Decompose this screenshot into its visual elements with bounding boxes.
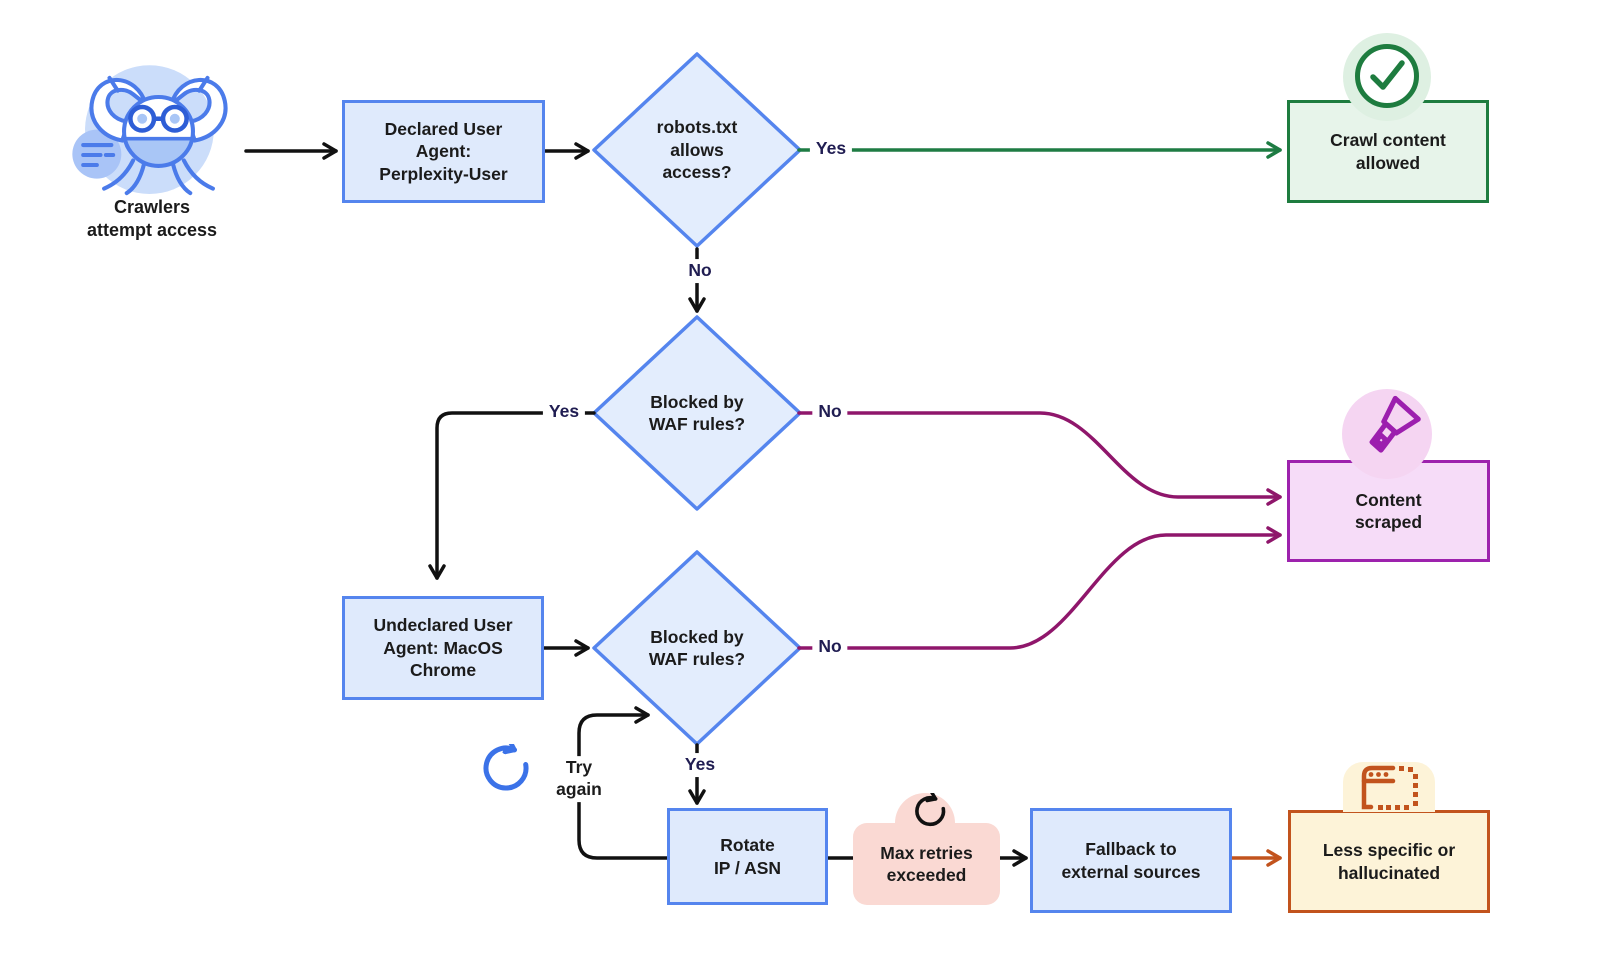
browser-dots (1368, 766, 1418, 810)
retry-circular-arrow-icon (915, 793, 946, 827)
edge-label-waf1-no: No (812, 400, 848, 424)
check-circle-icon (1343, 33, 1431, 121)
broken-browser-window-icon (1361, 765, 1418, 810)
black-edges (244, 142, 1028, 867)
edge-label-try-again: Try again (550, 756, 608, 802)
edge-waf2-no-to-scraped (797, 526, 1282, 650)
refresh-circular-arrow-icon (483, 744, 529, 791)
crab-glasses (128, 104, 189, 133)
node-declared-user-agent: Declared User Agent: Perplexity-User (342, 100, 545, 203)
edge-label-waf2-yes: Yes (678, 753, 722, 777)
decision-waf1-label: Blocked by WAF rules? (648, 391, 746, 434)
edge-label-robots-no: No (682, 259, 718, 283)
node-max-retries-exceeded: Max retries exceeded (853, 823, 1000, 905)
scraper-icon (1342, 389, 1432, 479)
edge-waf1-yes-to-undeclared (428, 411, 596, 580)
node-less-specific-hallucinated: Less specific or hallucinated (1288, 810, 1490, 913)
edge-waf1-no-to-scraped (797, 411, 1282, 506)
crab-mask (124, 138, 193, 166)
decision-robots-label: robots.txt allows access? (656, 117, 738, 183)
edge-label-robots-yes: Yes (809, 137, 853, 161)
hallucinated-icon-tab (1343, 762, 1435, 812)
crab-legs (102, 158, 215, 196)
crawler-crab-icon (72, 65, 228, 196)
node-undeclared-user-agent: Undeclared User Agent: MacOS Chrome (342, 596, 544, 700)
node-rotate-ip-asn: Rotate IP / ASN (667, 808, 828, 905)
edge-label-waf2-no: No (812, 635, 848, 659)
decision-waf2-label: Blocked by WAF rules? (648, 626, 746, 669)
magenta-edges (797, 411, 1282, 650)
crawler-caption: Crawlers attempt access (86, 197, 218, 241)
edge-label-waf1-yes: Yes (542, 400, 586, 424)
crawler-list-lines (81, 143, 116, 168)
node-fallback-external-sources: Fallback to external sources (1030, 808, 1232, 913)
max-retries-bump (895, 793, 955, 823)
